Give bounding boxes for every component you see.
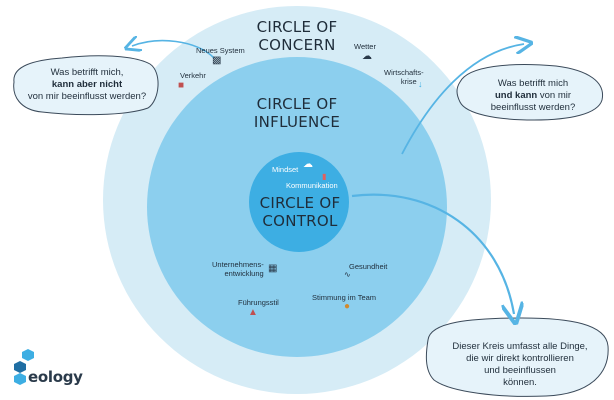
team-icon: ● bbox=[344, 301, 351, 312]
right-callout-text: Was betrifft mich und kann von mir beein… bbox=[466, 78, 600, 114]
left-callout-text: Was betrifft mich, kann aber nicht von m… bbox=[16, 67, 158, 103]
item-wetter: Wetter bbox=[354, 42, 376, 51]
bottom-callout-text: Dieser Kreis umfasst alle Dinge, die wir… bbox=[436, 341, 604, 389]
item-unternehmensentwicklung-line1: Unternehmens- bbox=[212, 260, 264, 269]
item-wirtschaftskrise-line2: krise bbox=[400, 77, 417, 86]
logo-hexagon-3 bbox=[14, 373, 26, 385]
item-wirtschaftskrise-line1: Wirtschafts- bbox=[384, 68, 424, 77]
item-verkehr: Verkehr bbox=[180, 71, 206, 80]
item-gesundheit: Gesundheit bbox=[349, 262, 388, 271]
item-unternehmensentwicklung-line2: entwicklung bbox=[224, 269, 264, 278]
influence-title-line2: INFLUENCE bbox=[253, 113, 341, 131]
left-callout-line2: kann aber nicht bbox=[51, 79, 123, 90]
speech-bubble-icon: ▮ bbox=[322, 172, 327, 181]
right-callout-line2-rest: von mir bbox=[537, 90, 572, 101]
control-title: CIRCLE OF CONTROL bbox=[248, 194, 352, 230]
left-callout-line3: von mir beeinflusst werden? bbox=[27, 91, 147, 102]
thought-bubble-icon: ☁ bbox=[303, 159, 313, 170]
item-mindset: Mindset bbox=[272, 165, 299, 174]
item-stimmung-im-team: Stimmung im Team bbox=[312, 293, 377, 302]
bottom-callout-line1: Dieser Kreis umfasst alle Dinge, bbox=[452, 341, 588, 352]
right-callout-line1: Was betrifft mich bbox=[497, 78, 569, 89]
concern-title-line1: CIRCLE OF bbox=[256, 18, 338, 36]
item-fuehrungsstil: Führungsstil bbox=[238, 298, 279, 307]
left-callout-blob bbox=[13, 55, 159, 116]
person-at-desk-icon: ▩ bbox=[212, 55, 222, 66]
concern-title-line2: CONCERN bbox=[258, 36, 336, 54]
item-neues-system: Neues System bbox=[196, 46, 245, 55]
item-wirtschaftskrise: Wirtschafts- krise bbox=[384, 68, 424, 86]
control-title-line2: CONTROL bbox=[262, 212, 338, 230]
traffic-car-icon: ■ bbox=[178, 80, 185, 91]
influence-title: CIRCLE OF INFLUENCE bbox=[247, 95, 347, 131]
health-heartbeat-icon: ∿ bbox=[344, 270, 351, 279]
arrow-to-right-callout bbox=[401, 44, 524, 155]
left-callout-line1: Was betrifft mich, bbox=[50, 67, 124, 78]
bottom-callout-line2: die wir direkt kontrollieren bbox=[466, 353, 574, 364]
concern-title: CIRCLE OF CONCERN bbox=[247, 18, 347, 54]
right-callout-line3: beeinflusst werden? bbox=[490, 102, 576, 113]
control-title-line1: CIRCLE OF bbox=[259, 194, 341, 212]
right-callout-blob bbox=[456, 64, 604, 121]
item-kommunikation: Kommunikation bbox=[286, 181, 338, 190]
bottom-callout-line3: und beeinflussen bbox=[484, 365, 556, 376]
bottom-callout-line4: können. bbox=[503, 377, 537, 388]
circle-of-control bbox=[249, 152, 349, 252]
building-icon: ▦ bbox=[268, 263, 278, 274]
item-unternehmensentwicklung: Unternehmens- entwicklung bbox=[212, 260, 264, 278]
eology-logo-text: eology bbox=[28, 368, 83, 386]
bottom-callout-blob bbox=[425, 317, 609, 397]
right-callout-line2-bold: und kann bbox=[494, 90, 538, 101]
down-arrow-icon: ↓ bbox=[418, 79, 423, 89]
weather-cloud-icon: ☁ bbox=[362, 51, 372, 62]
arrow-to-left-callout bbox=[132, 41, 215, 59]
leadership-icon: ▲ bbox=[248, 307, 258, 318]
arrow-to-bottom-callout bbox=[351, 193, 514, 314]
logo-hexagon-1 bbox=[22, 349, 34, 361]
logo-hexagon-2 bbox=[14, 361, 26, 373]
influence-title-line1: CIRCLE OF bbox=[256, 95, 338, 113]
